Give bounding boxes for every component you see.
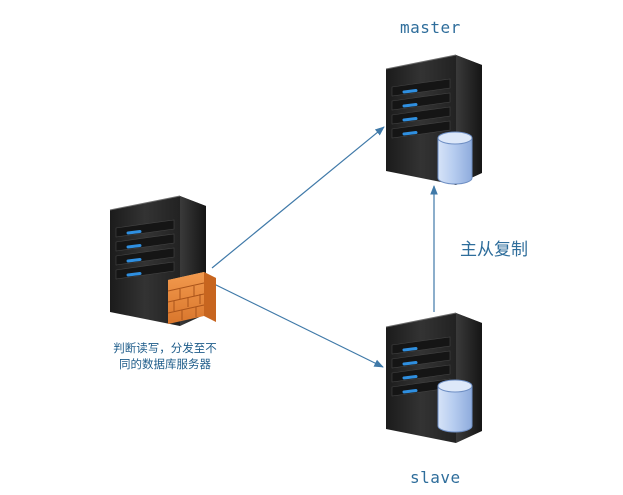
proxy-caption-line-1: 判断读写，分发至不 <box>113 341 217 355</box>
master-label: master <box>400 18 461 37</box>
firewall-icon <box>167 272 216 324</box>
edge-proxy-to-master <box>211 126 385 269</box>
proxy-caption-line-2: 同的数据库服务器 <box>119 357 211 371</box>
replication-label: 主从复制 <box>460 240 528 260</box>
master-database-icon <box>437 131 473 185</box>
slave-label: slave <box>410 468 461 487</box>
edge-proxy-to-slave <box>211 282 384 368</box>
slave-database-icon <box>437 379 473 433</box>
proxy-caption: 判断读写，分发至不 同的数据库服务器 <box>90 340 240 372</box>
